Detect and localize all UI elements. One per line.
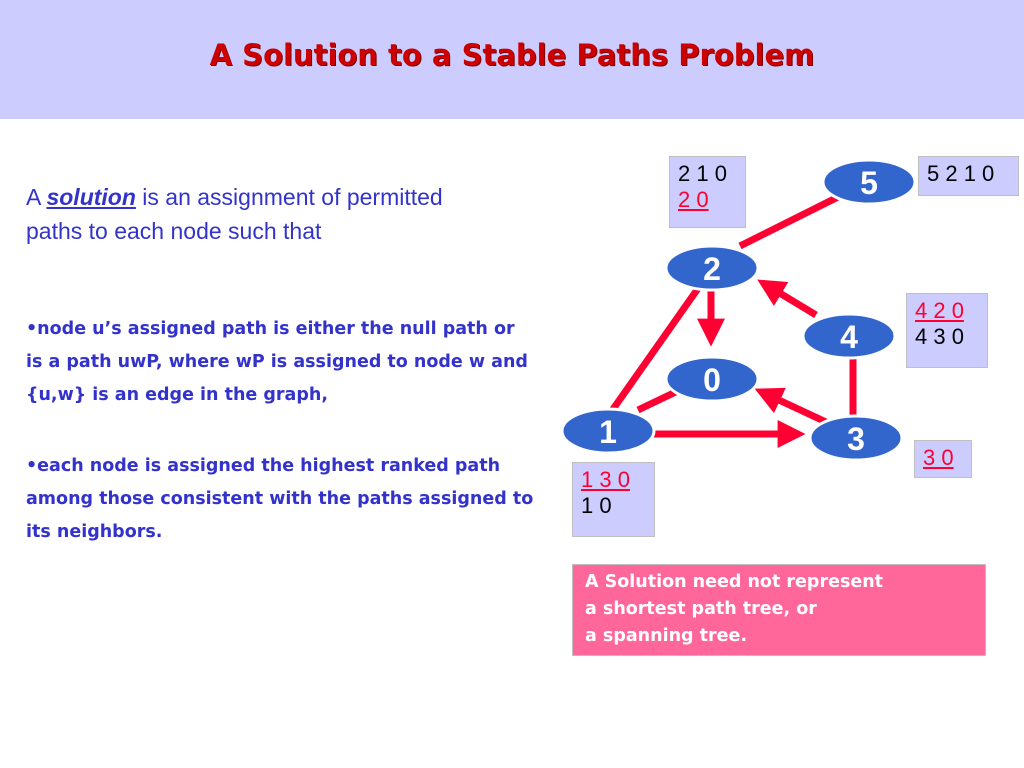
title-banner: A Solution to a Stable Paths Problem bbox=[0, 0, 1024, 119]
node-0-label: 0 bbox=[703, 362, 721, 398]
bullet-null-path-rule: •node u’s assigned path is either the nu… bbox=[26, 319, 528, 405]
note-line-3: a spanning tree. bbox=[585, 626, 748, 646]
note-line-1: A Solution need not represent bbox=[585, 572, 884, 592]
solution-note-box: A Solution need not represent a shortest… bbox=[572, 564, 986, 656]
node-3-label: 3 bbox=[847, 421, 865, 457]
node-1-label: 1 bbox=[599, 414, 617, 450]
edge-1-2 bbox=[608, 284, 702, 415]
paths-box-node-1: 1 3 0 1 0 bbox=[572, 462, 655, 537]
path-1-3-0-selected: 1 3 0 bbox=[581, 467, 630, 492]
arrow-4-to-2 bbox=[757, 279, 818, 318]
path-4-2-0-selected: 4 2 0 bbox=[915, 298, 964, 323]
node-2-label: 2 bbox=[703, 251, 721, 287]
paths-box-node-3: 3 0 bbox=[914, 440, 972, 478]
path-4-3-0: 4 3 0 bbox=[915, 324, 964, 349]
definition-prefix: A bbox=[26, 184, 47, 210]
edge-2-5 bbox=[738, 191, 844, 250]
definition-keyword: solution bbox=[46, 184, 136, 210]
definition-suffix: is an assignment of permitted paths to e… bbox=[26, 184, 443, 244]
node-0: 0 bbox=[664, 355, 760, 403]
path-5-2-1-0: 5 2 1 0 bbox=[927, 161, 995, 186]
path-1-0: 1 0 bbox=[581, 493, 612, 518]
path-3-0-selected: 3 0 bbox=[923, 445, 954, 470]
paths-box-node-5: 5 2 1 0 bbox=[918, 156, 1019, 196]
node-5-label: 5 bbox=[860, 165, 878, 201]
node-2: 2 bbox=[664, 244, 760, 292]
path-2-1-0: 2 1 0 bbox=[678, 161, 727, 186]
path-2-0-selected: 2 0 bbox=[678, 187, 709, 212]
paths-box-node-4: 4 2 0 4 3 0 bbox=[906, 293, 988, 368]
node-4: 4 bbox=[801, 312, 897, 360]
note-line-2: a shortest path tree, or bbox=[585, 599, 817, 619]
node-3: 3 bbox=[808, 414, 904, 462]
node-1: 1 bbox=[560, 407, 656, 455]
definition-text: A solution is an assignment of permitted… bbox=[26, 180, 466, 248]
node-4-label: 4 bbox=[840, 319, 858, 355]
paths-box-node-2: 2 1 0 2 0 bbox=[669, 156, 746, 228]
bullet-highest-ranked-rule: •each node is assigned the highest ranke… bbox=[26, 456, 534, 542]
arrow-3-to-0 bbox=[754, 387, 828, 426]
page-title: A Solution to a Stable Paths Problem bbox=[209, 38, 815, 72]
node-5: 5 bbox=[821, 158, 917, 206]
